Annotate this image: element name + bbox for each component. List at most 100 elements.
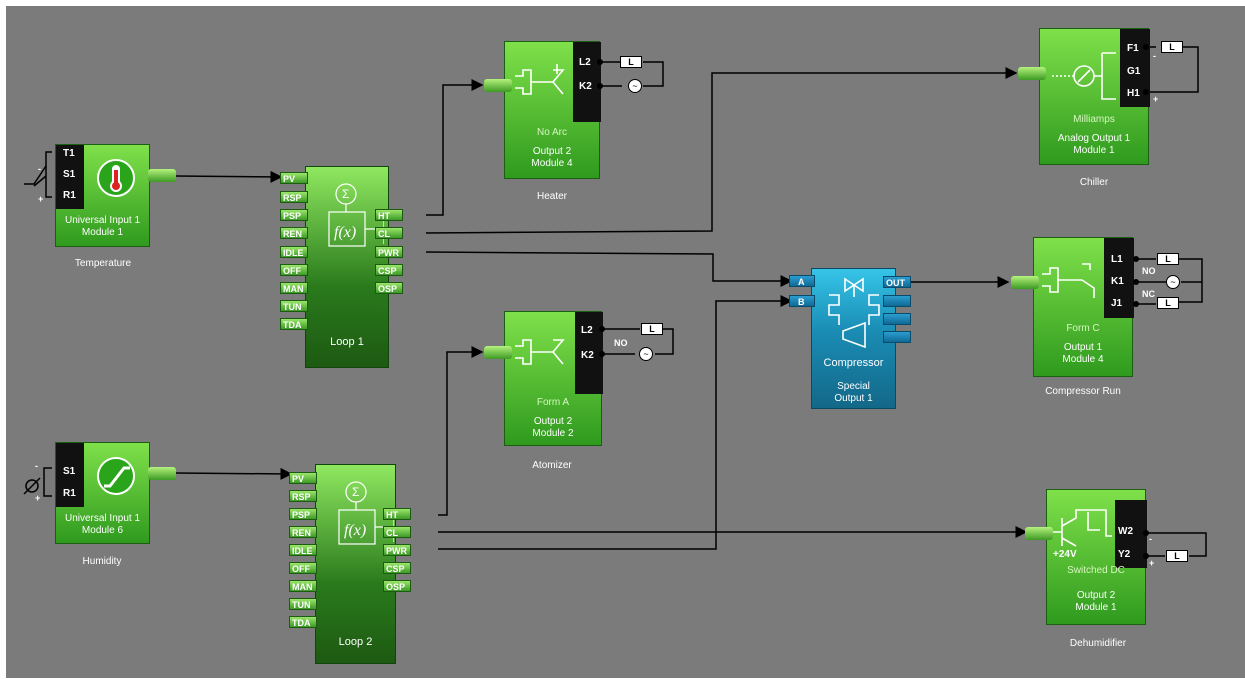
output-mode: Switched DC (1067, 565, 1125, 576)
terminal-strip: W2 Y2 (1115, 500, 1147, 568)
no-label: NO (614, 338, 628, 348)
universal-input-humidity-block[interactable]: S1 R1 Universal Input 1 Module 6 (55, 442, 150, 544)
plus-sign: + (35, 493, 41, 503)
terminal-label: L2 (581, 325, 593, 336)
loop2-input-tda[interactable]: TDA (289, 616, 317, 628)
ac-source-icon: ~ (628, 79, 642, 93)
terminal-label: S1 (63, 466, 76, 477)
loop1-input-tda[interactable]: TDA (280, 318, 308, 330)
block-title: Output 2 (532, 146, 572, 157)
terminal-dot (597, 59, 603, 65)
loop1-input-idle[interactable]: IDLE (280, 246, 308, 258)
loop1-input-pv[interactable]: PV (280, 172, 308, 184)
fx-symbol: f(x) (344, 522, 367, 539)
chiller-analog-output-block[interactable]: F1 G1 H1 Milliamps Analog Output 1 Modul… (1039, 28, 1150, 165)
terminal-dot (1143, 530, 1149, 536)
special-input-b[interactable]: B (789, 295, 815, 307)
input-plug[interactable] (1018, 67, 1046, 80)
loop1-input-psp[interactable]: PSP (280, 209, 308, 221)
terminal-dot (1143, 89, 1149, 95)
terminal-label: L1 (1111, 254, 1123, 265)
loop2-input-man[interactable]: MAN (289, 580, 317, 592)
minus-sign: - (38, 164, 41, 174)
special-output-out[interactable]: OUT (883, 276, 911, 288)
block-title: Special (837, 381, 870, 392)
sigma-symbol: Σ (342, 187, 350, 201)
compressor-run-output-block[interactable]: L1 K1 J1 Form C Output 1 Module 4 (1033, 237, 1134, 377)
terminal-label: R1 (63, 488, 76, 499)
special-output-pin[interactable] (883, 295, 911, 307)
special-output-pin[interactable] (883, 313, 911, 325)
dehumidifier-output-block[interactable]: W2 Y2 +24V Switched DC Output 2 Module 1 (1046, 489, 1147, 625)
output-mode: Form A (536, 397, 570, 408)
input-plug[interactable] (1025, 527, 1053, 540)
loop2-input-off[interactable]: OFF (289, 562, 317, 574)
universal-input-1-block[interactable]: T1 S1 R1 Universal Input 1 Module 1 (55, 144, 150, 247)
terminal-label: H1 (1127, 88, 1140, 99)
loop2-input-ren[interactable]: REN (289, 526, 317, 538)
loop2-input-psp[interactable]: PSP (289, 508, 317, 520)
loop1-input-ren[interactable]: REN (280, 227, 308, 239)
loop2-input-rsp[interactable]: RSP (289, 490, 317, 502)
loop1-output-ht[interactable]: HT (375, 209, 403, 221)
loop1-input-tun[interactable]: TUN (280, 300, 308, 312)
linear-curve-icon (97, 457, 135, 495)
wire-loop2-ht-atomizer (438, 346, 484, 516)
block-module: Module 1 (1075, 602, 1117, 613)
block-module: Module 4 (1062, 354, 1104, 365)
loop2-output-csp[interactable]: CSP (383, 562, 411, 574)
block-module: Module 2 (532, 428, 574, 439)
loop2-input-pv[interactable]: PV (289, 472, 317, 484)
special-output-compressor-block[interactable]: Compressor Special Output 1 (811, 268, 896, 409)
terminal-dot (1143, 553, 1149, 559)
plus-sign: + (1149, 558, 1155, 568)
loop2-output-osp[interactable]: OSP (383, 580, 411, 592)
terminal-strip: L2 K2 (573, 42, 601, 122)
loop1-input-off[interactable]: OFF (280, 264, 308, 276)
loop2-output-ht[interactable]: HT (383, 508, 411, 520)
load-box: L (1157, 253, 1179, 265)
caption-chiller: Chiller (1079, 177, 1109, 188)
loop1-output-osp[interactable]: OSP (375, 282, 403, 294)
relay-icon (515, 64, 565, 95)
sigma-symbol: Σ (352, 485, 360, 499)
terminal-dot (597, 83, 603, 89)
terminal-label: J1 (1111, 298, 1123, 309)
loop2-output-cl[interactable]: CL (383, 526, 411, 538)
special-input-a[interactable]: A (789, 275, 815, 287)
loop2-input-idle[interactable]: IDLE (289, 544, 317, 556)
wire-loop1-pwr-special-a (425, 251, 793, 287)
loop2-output-pwr[interactable]: PWR (383, 544, 411, 556)
wire-loop1-ht-heater (426, 79, 484, 216)
input-plug[interactable] (1011, 276, 1039, 289)
block-title: Output 2 (533, 416, 573, 427)
loop2-input-tun[interactable]: TUN (289, 598, 317, 610)
terminal-label: K2 (581, 350, 594, 361)
loop1-output-pwr[interactable]: PWR (375, 246, 403, 258)
loop1-output-cl[interactable]: CL (375, 227, 403, 239)
heater-output-block[interactable]: L2 K2 No Arc Output 2 Module 4 (504, 41, 601, 179)
terminal-dot (599, 351, 605, 357)
output-plug[interactable] (148, 467, 176, 480)
special-output-pin[interactable] (883, 331, 911, 343)
input-plug[interactable] (484, 346, 512, 359)
minus-sign: - (1149, 534, 1152, 544)
terminal-label: Y2 (1118, 549, 1131, 560)
atomizer-output-block[interactable]: L2 K2 Form A Output 2 Module 2 (504, 311, 603, 446)
caption-temperature: Temperature (74, 258, 132, 269)
block-title: Universal Input 1 (64, 513, 141, 524)
input-plug[interactable] (484, 79, 512, 92)
block-module: Module 4 (531, 158, 573, 169)
block-title: Analog Output 1 (1057, 133, 1131, 144)
output-plug[interactable] (148, 169, 176, 182)
terminal-label: T1 (63, 148, 75, 159)
loop1-input-man[interactable]: MAN (280, 282, 308, 294)
relay-icon (515, 339, 565, 365)
loop1-output-csp[interactable]: CSP (375, 264, 403, 276)
wire-hum-pv (174, 467, 293, 480)
caption-atomizer: Atomizer (532, 460, 572, 471)
loop-label: Loop 2 (338, 636, 373, 648)
caption-dehumidifier: Dehumidifier (1069, 638, 1127, 649)
loop1-input-rsp[interactable]: RSP (280, 191, 308, 203)
terminal-label: G1 (1127, 66, 1141, 77)
